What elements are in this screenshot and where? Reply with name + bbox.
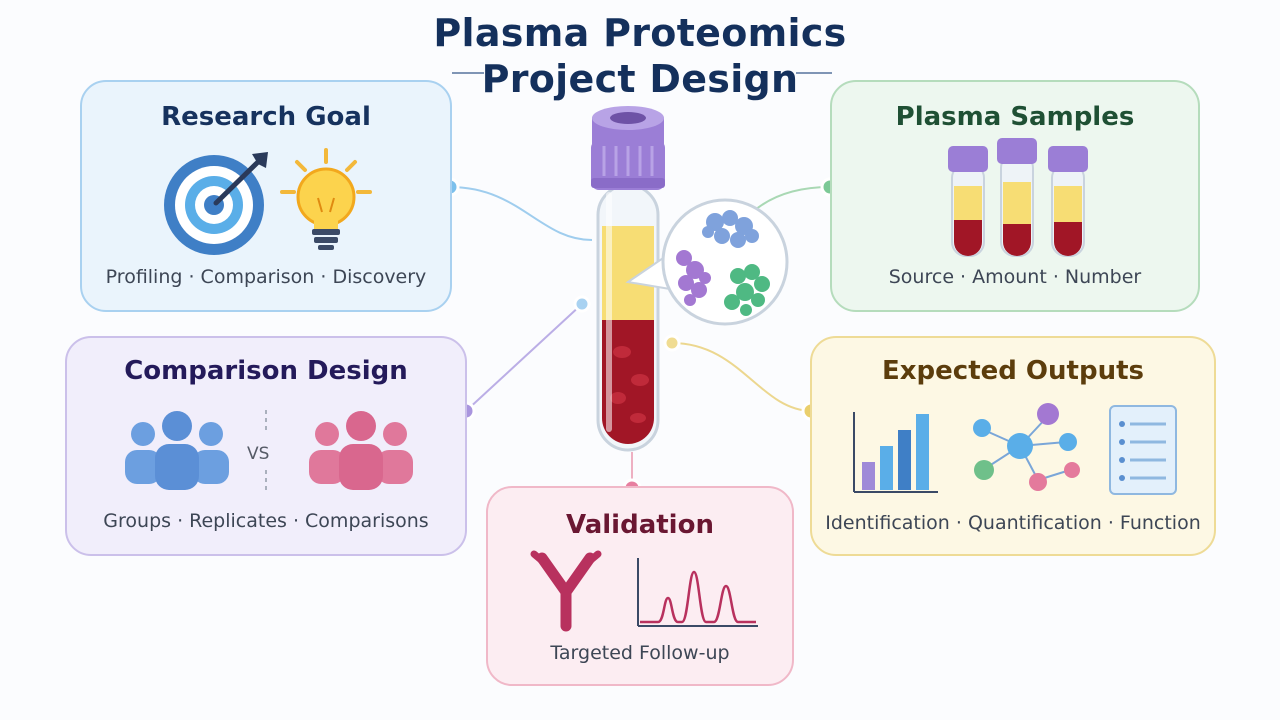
card-subtitle-comparison-design: Groups · Replicates · Comparisons — [103, 510, 429, 532]
target-icon — [164, 152, 268, 255]
diagram-title: Plasma Proteomics Project Design — [0, 10, 1280, 102]
card-research-goal: Research Goal Profiling · Comparison · D… — [80, 80, 452, 312]
connector-comparison-design — [465, 303, 583, 412]
vs-label: VS — [247, 444, 270, 464]
title-line-1: Plasma Proteomics — [433, 11, 847, 55]
research-goal-icons — [164, 148, 372, 255]
document-icon — [1109, 405, 1177, 495]
group-icon-pink — [309, 411, 413, 490]
lightbulb-icon — [280, 148, 372, 250]
title-dash-right — [796, 72, 832, 74]
group-icon-blue — [125, 411, 229, 490]
antibody-icon — [530, 550, 602, 632]
sample-tube-icon — [997, 138, 1037, 257]
card-validation: Validation Targeted Follow-up — [486, 486, 794, 686]
card-title-comparison-design: Comparison Design — [124, 356, 408, 386]
card-subtitle-research-goal: Profiling · Comparison · Discovery — [105, 266, 427, 288]
title-dash-left — [452, 72, 484, 74]
connector-research-goal — [449, 186, 593, 241]
card-title-plasma-samples: Plasma Samples — [895, 102, 1135, 132]
card-comparison-design: Comparison Design VS Groups · Replicates… — [65, 336, 467, 556]
card-title-expected-outputs: Expected Outputs — [882, 356, 1144, 386]
card-subtitle-validation: Targeted Follow-up — [550, 642, 730, 664]
bar-chart-icon — [853, 412, 938, 493]
comparison-design-icons — [125, 410, 413, 494]
title-line-2: Project Design — [481, 57, 799, 101]
expected-outputs-icons — [853, 403, 1177, 495]
card-expected-outputs: Expected Outputs — [810, 336, 1216, 556]
validation-icons — [530, 550, 758, 632]
card-title-validation: Validation — [566, 510, 714, 540]
network-icon — [973, 403, 1080, 491]
blood-tube-icon — [591, 106, 665, 452]
plasma-samples-icons — [948, 138, 1088, 257]
sample-tube-icon — [1048, 146, 1088, 257]
card-subtitle-expected-outputs: Identification · Quantification · Functi… — [825, 512, 1201, 534]
chromatogram-icon — [637, 558, 758, 627]
card-title-research-goal: Research Goal — [161, 102, 371, 132]
protein-magnifier-icon — [625, 198, 789, 326]
sample-tube-icon — [948, 146, 988, 257]
connector-expected-outputs — [671, 342, 812, 412]
card-subtitle-plasma-samples: Source · Amount · Number — [888, 266, 1142, 288]
card-plasma-samples: Plasma Samples Source · Amount · Number — [830, 80, 1200, 312]
connector-lines — [449, 186, 831, 488]
